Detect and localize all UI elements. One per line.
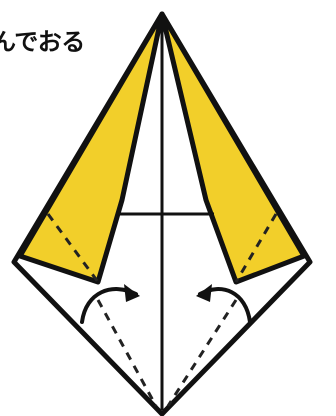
origami-fold-diagram	[0, 0, 336, 416]
